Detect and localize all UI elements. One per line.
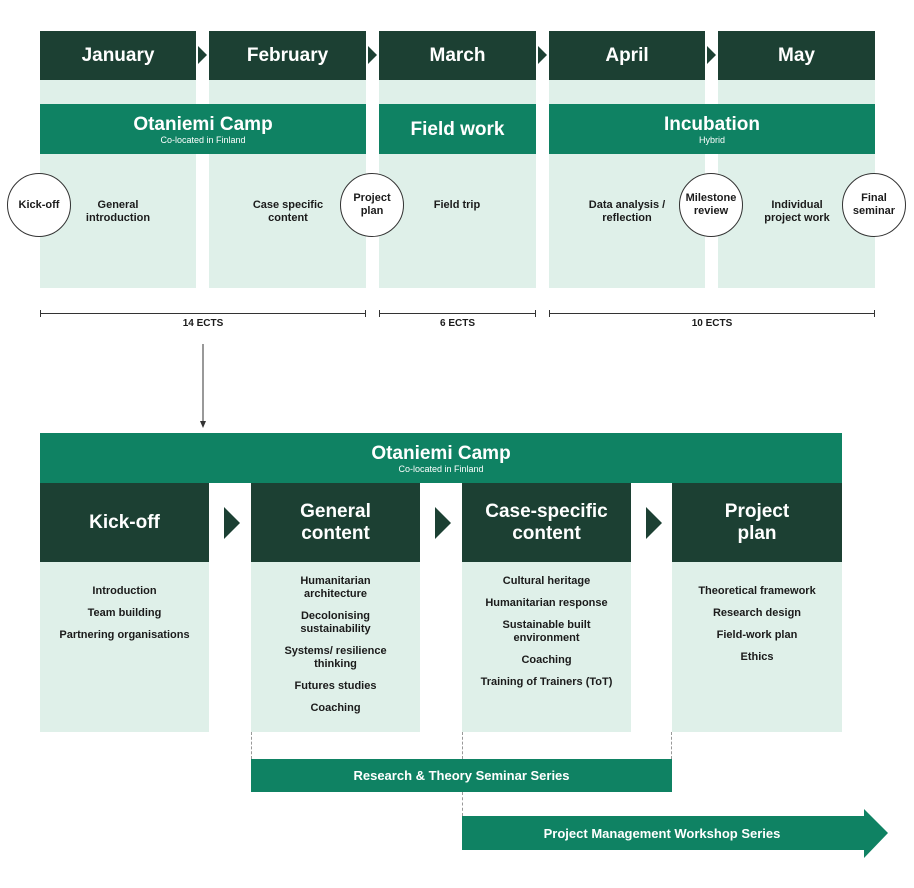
activity-text: General introduction bbox=[85, 199, 151, 224]
milestone-project-plan: Project plan bbox=[340, 173, 404, 237]
ects-label: 6 ECTS bbox=[439, 318, 475, 329]
stage-general-content-header: General content bbox=[251, 483, 420, 562]
camp-header: Otaniemi Camp Co-located in Finland bbox=[40, 433, 842, 483]
milestone-kickoff: Kick-off bbox=[7, 173, 71, 237]
activity-text: Field trip bbox=[433, 199, 481, 211]
list-item: Coaching bbox=[310, 702, 361, 714]
activity-text: Individual project work bbox=[764, 199, 830, 224]
list-item: Coaching bbox=[521, 654, 572, 666]
phase-field-work: Field work bbox=[379, 104, 536, 154]
stage-general-content-list: Humanitarian architecture Decolonising s… bbox=[251, 562, 420, 732]
month-header: May bbox=[718, 31, 875, 80]
list-item: Ethics bbox=[740, 651, 774, 663]
list-item: Humanitarian response bbox=[485, 597, 608, 609]
stage-kickoff-header: Kick-off bbox=[40, 483, 209, 562]
list-item: Research design bbox=[712, 607, 802, 619]
project-management-series: Project Management Workshop Series bbox=[543, 825, 781, 841]
stage-kickoff-list: Introduction Team building Partnering or… bbox=[40, 562, 209, 732]
phase-incubation: Incubation Hybrid bbox=[549, 104, 875, 154]
ects-tick bbox=[874, 310, 875, 317]
research-seminar-series: Research & Theory Seminar Series bbox=[251, 759, 672, 792]
phase-subtitle: Co-located in Finland bbox=[160, 134, 246, 145]
list-item: Introduction bbox=[92, 585, 157, 597]
arrow-right-icon bbox=[368, 46, 377, 64]
ects-label: 14 ECTS bbox=[182, 318, 224, 329]
month-header: January bbox=[40, 31, 196, 80]
arrow-right-icon bbox=[707, 46, 716, 64]
dashed-connector bbox=[462, 732, 463, 759]
project-management-arrow bbox=[462, 809, 888, 858]
arrow-right-icon bbox=[646, 507, 662, 539]
list-item: Team building bbox=[87, 607, 162, 619]
month-header: April bbox=[549, 31, 705, 80]
list-item: Sustainable built environment bbox=[502, 619, 591, 644]
phase-otaniemi-camp: Otaniemi Camp Co-located in Finland bbox=[40, 104, 366, 154]
dashed-connector bbox=[671, 732, 672, 759]
arrow-down-icon bbox=[200, 344, 206, 428]
arrow-right-icon bbox=[435, 507, 451, 539]
list-item: Cultural heritage bbox=[502, 575, 591, 587]
list-item: Systems/ resilience thinking bbox=[284, 645, 387, 670]
activity-text: Case specific content bbox=[252, 199, 324, 224]
list-item: Decolonising sustainability bbox=[300, 610, 371, 635]
dashed-connector bbox=[251, 732, 252, 759]
camp-subtitle: Co-located in Finland bbox=[398, 463, 484, 474]
list-item: Field-work plan bbox=[716, 629, 798, 641]
ects-tick bbox=[535, 310, 536, 317]
stage-case-specific-header: Case-specific content bbox=[462, 483, 631, 562]
ects-label: 10 ECTS bbox=[691, 318, 733, 329]
stage-project-plan-list: Theoretical framework Research design Fi… bbox=[672, 562, 842, 732]
arrow-right-icon bbox=[538, 46, 547, 64]
ects-bracket bbox=[549, 313, 875, 314]
phase-title: Otaniemi Camp bbox=[133, 113, 273, 135]
ects-tick bbox=[549, 310, 550, 317]
milestone-final-seminar: Final seminar bbox=[842, 173, 906, 237]
activity-text: Data analysis / reflection bbox=[588, 199, 666, 224]
list-item: Training of Trainers (ToT) bbox=[480, 676, 613, 688]
phase-title: Field work bbox=[410, 118, 505, 140]
stage-case-specific-list: Cultural heritage Humanitarian response … bbox=[462, 562, 631, 732]
arrow-right-icon bbox=[224, 507, 240, 539]
list-item: Futures studies bbox=[294, 680, 377, 692]
dashed-connector bbox=[462, 792, 463, 816]
month-header: March bbox=[379, 31, 536, 80]
ects-bracket bbox=[379, 313, 536, 314]
ects-tick bbox=[365, 310, 366, 317]
ects-tick bbox=[40, 310, 41, 317]
camp-title: Otaniemi Camp bbox=[371, 442, 511, 464]
ects-bracket bbox=[40, 313, 366, 314]
ects-tick bbox=[379, 310, 380, 317]
phase-subtitle: Hybrid bbox=[698, 134, 725, 145]
milestone-review: Milestone review bbox=[679, 173, 743, 237]
stage-project-plan-header: Project plan bbox=[672, 483, 842, 562]
list-item: Humanitarian architecture bbox=[300, 575, 371, 600]
month-header: February bbox=[209, 31, 366, 80]
list-item: Theoretical framework bbox=[698, 585, 816, 597]
list-item: Partnering organisations bbox=[59, 629, 190, 641]
phase-title: Incubation bbox=[663, 113, 761, 135]
arrow-right-icon bbox=[198, 46, 207, 64]
